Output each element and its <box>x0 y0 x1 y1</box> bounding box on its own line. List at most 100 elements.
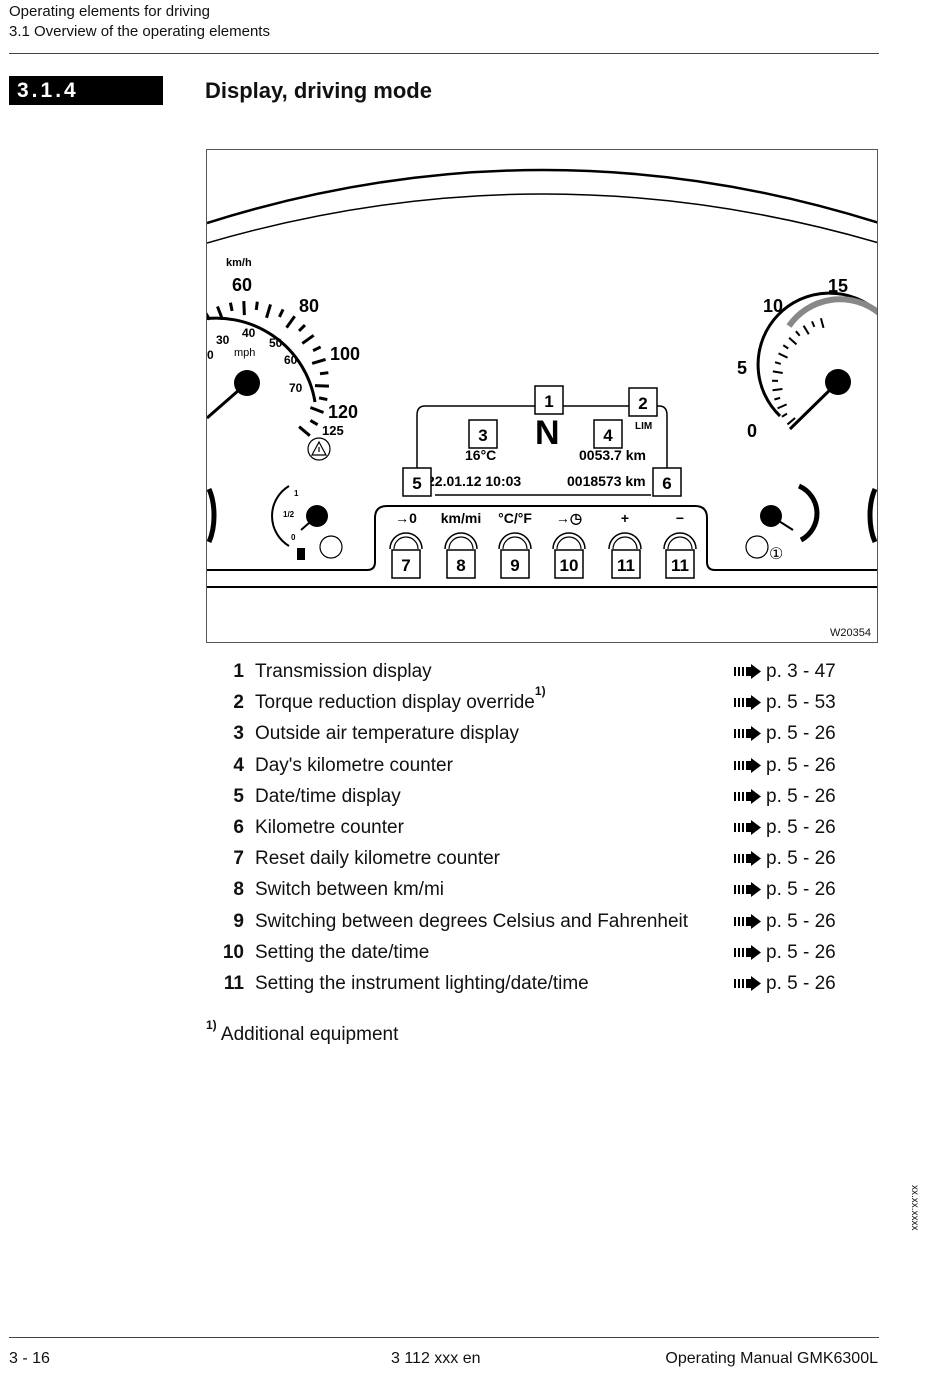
callout-number: 5 <box>412 474 421 493</box>
legend-label: Switching between degrees Celsius and Fa… <box>255 910 689 932</box>
footer-page-number: 3 - 16 <box>9 1350 50 1367</box>
gauge-tick <box>788 336 798 346</box>
footer-manual-title: Operating Manual GMK6300L <box>665 1350 878 1367</box>
warning-triangle-icon <box>310 440 328 456</box>
legend-page-ref: p. 5 - 26 <box>766 785 836 807</box>
callout-box <box>402 467 432 497</box>
side-code: xx.xx.xxxx <box>909 1185 920 1231</box>
callout-box <box>611 549 641 579</box>
legend-label: Transmission display <box>255 661 432 682</box>
page-reference-arrow-icon <box>734 975 761 991</box>
footnote-mark: 1) <box>206 1018 217 1032</box>
gauge-tick <box>285 315 296 329</box>
panel-button-inner <box>667 536 693 550</box>
speedo-unit-kmh: km/h <box>226 257 252 269</box>
figure-code: W20354 <box>830 627 871 639</box>
panel-button[interactable] <box>444 532 478 550</box>
panel-button[interactable] <box>389 532 423 550</box>
speedo-mph-70: 70 <box>289 381 303 395</box>
section-title: Display, driving mode <box>205 78 432 103</box>
panel-button[interactable] <box>498 532 532 550</box>
gauge-tick <box>781 412 788 418</box>
panel-button[interactable] <box>663 532 697 550</box>
gauge-tick <box>309 419 319 426</box>
panel-button-inner <box>612 536 638 550</box>
speedo-mph-125: 125 <box>322 423 344 438</box>
callout-number: 6 <box>662 474 671 493</box>
callout-number: 11 <box>617 556 635 575</box>
callout-number: 4 <box>603 426 613 445</box>
gauge-tick <box>795 330 801 337</box>
speedo-label-60: 60 <box>232 275 252 295</box>
gauge-tick <box>819 317 825 329</box>
callout-number: 11 <box>671 556 689 575</box>
cowl-outer-arc <box>207 168 877 225</box>
lim-indicator: LIM <box>635 421 652 432</box>
legend-page-ref: p. 3 - 47 <box>766 661 836 682</box>
panel-button-inner <box>448 536 474 550</box>
legend-number: 11 <box>223 972 244 994</box>
indicator-lamp-right <box>745 535 769 559</box>
footer-rule <box>9 1337 879 1338</box>
panel-button-label: °C/°F <box>498 510 532 526</box>
panel-button[interactable] <box>608 532 642 550</box>
footer-doc-number: 3 112 xxx en <box>391 1350 481 1367</box>
panel-button[interactable] <box>552 532 586 550</box>
callout-number: 2 <box>638 394 647 413</box>
legend-item: 8 Switch between km/mi p. 5 - 26 <box>206 874 846 905</box>
gauge-tick <box>278 308 285 318</box>
speedo-mph-50: 50 <box>269 336 283 350</box>
callout-number: 8 <box>456 556 465 575</box>
panel-button-inner <box>502 536 528 550</box>
page-reference-arrow-icon <box>734 851 761 867</box>
gauge-tick <box>774 361 782 365</box>
callout-box <box>468 419 498 449</box>
gauge-tick <box>319 371 329 376</box>
page-reference-arrow-icon <box>734 944 761 960</box>
legend-label: Setting the instrument lighting/date/tim… <box>255 972 589 994</box>
legend-page-ref: p. 5 - 26 <box>766 941 836 963</box>
speedo-mph-0: 0 <box>207 348 214 362</box>
legend-label: Switch between km/mi <box>255 879 445 901</box>
footnote-text: Additional equipment <box>220 1024 399 1045</box>
lamp-symbol: ① <box>769 546 783 563</box>
speedo-label-120: 120 <box>328 402 358 422</box>
page-reference-arrow-icon <box>734 882 761 898</box>
speedo-mph-60: 60 <box>284 353 298 367</box>
gauge-tick <box>216 305 224 321</box>
gauge-tick <box>309 406 325 414</box>
page-reference-arrow-icon <box>734 695 761 711</box>
legend-item: 9 Switching between degrees Celsius and F… <box>206 906 846 937</box>
legend-page-ref: p. 5 - 26 <box>766 972 836 994</box>
fuel-label-half: 1/2 <box>283 510 295 519</box>
panel-button-label: − <box>676 510 684 526</box>
legend-number: 8 <box>233 879 244 901</box>
page-reference-arrow-icon <box>734 819 761 835</box>
legend-item: 11 Setting the instrument lighting/date/t… <box>206 968 846 999</box>
gauge-tick <box>314 384 329 388</box>
legend-page-ref: p. 5 - 26 <box>766 754 836 776</box>
panel-button-label: + <box>621 510 629 526</box>
legend-page-ref: p. 5 - 53 <box>766 692 836 714</box>
legend-page-ref: p. 5 - 26 <box>766 816 836 838</box>
gauge-tick <box>782 344 789 350</box>
gauge-tick <box>242 301 246 316</box>
legend-page-ref: p. 5 - 26 <box>766 723 836 745</box>
legend-page-ref: p. 5 - 26 <box>766 879 836 901</box>
central-display: N 16°C 0053.7 km 22.01.12 10:03 0018573 … <box>416 405 668 496</box>
legend-number: 4 <box>233 754 244 776</box>
dashboard-figure: km/h 60 80 100 120 0 30 40 50 60 70 125 … <box>206 149 878 643</box>
gauge-tick <box>777 403 788 410</box>
legend-page-ref: p. 5 - 26 <box>766 848 836 870</box>
header-chapter: Operating elements for driving <box>9 3 210 20</box>
odometer-display: 0018573 km <box>567 473 646 489</box>
legend-label: Torque reduction display override1) <box>255 684 546 714</box>
legend-number: 9 <box>233 910 244 932</box>
